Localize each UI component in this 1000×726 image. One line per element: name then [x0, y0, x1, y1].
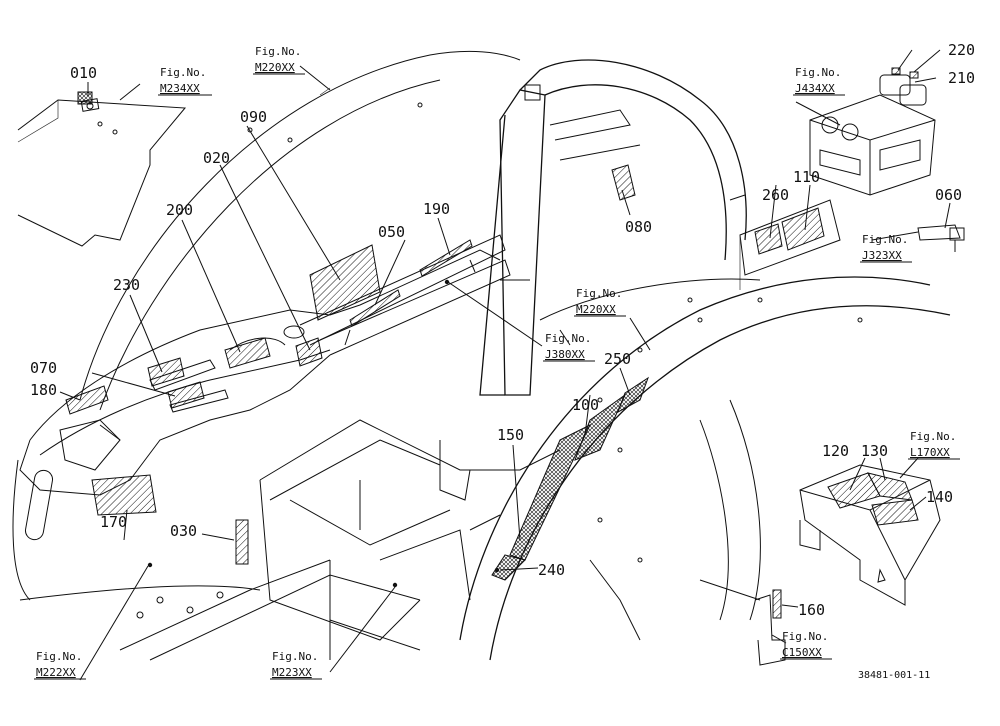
- decals: [65, 67, 919, 581]
- part-010: 010: [70, 64, 97, 82]
- part-180: 180: [30, 381, 57, 399]
- part-210: 210: [948, 69, 975, 87]
- svg-text:Fig.No.: Fig.No.: [910, 430, 956, 443]
- part-130: 130: [861, 442, 888, 460]
- svg-text:M223XX: M223XX: [272, 666, 312, 679]
- part-120: 120: [822, 442, 849, 460]
- figref-c150xx: Fig.No. C150XX: [780, 630, 832, 660]
- figref-l170xx: Fig.No. L170XX: [908, 430, 960, 460]
- part-240: 240: [538, 561, 565, 579]
- decal-140: [871, 499, 919, 526]
- svg-text:Fig.No.: Fig.No.: [576, 287, 622, 300]
- svg-text:Fig.No.: Fig.No.: [862, 233, 908, 246]
- part-190: 190: [423, 200, 450, 218]
- svg-text:Fig.No.: Fig.No.: [782, 630, 828, 643]
- decal-250: [617, 376, 649, 414]
- svg-text:Fig.No.: Fig.No.: [160, 66, 206, 79]
- part-080: 080: [625, 218, 652, 236]
- figref-m234xx: Fig.No. M234XX: [158, 66, 212, 96]
- leader-lines: [59, 49, 951, 681]
- decal-020: [295, 337, 323, 367]
- figref-m222xx: Fig.No. M222XX: [34, 650, 86, 680]
- part-110: 110: [793, 168, 820, 186]
- svg-text:J380XX: J380XX: [545, 348, 585, 361]
- svg-text:Fig.No.: Fig.No.: [545, 332, 591, 345]
- svg-text:M222XX: M222XX: [36, 666, 76, 679]
- part-160: 160: [798, 601, 825, 619]
- svg-text:L170XX: L170XX: [910, 446, 950, 459]
- part-030: 030: [170, 522, 197, 540]
- svg-text:C150XX: C150XX: [782, 646, 822, 659]
- decal-240: [491, 554, 526, 581]
- decal-170: [91, 474, 157, 516]
- structure: [12, 50, 965, 666]
- part-140: 140: [926, 488, 953, 506]
- decal-090: [309, 244, 381, 321]
- figref-m220xx-mid: Fig.No. M220XX: [574, 287, 626, 317]
- part-150: 150: [497, 426, 524, 444]
- decal-030: [235, 519, 249, 565]
- part-070: 070: [30, 359, 57, 377]
- svg-text:Fig.No.: Fig.No.: [36, 650, 82, 663]
- svg-text:J323XX: J323XX: [862, 249, 902, 262]
- figref-m223xx: Fig.No. M223XX: [270, 650, 322, 680]
- part-number-labels: 010 020 030 050 060 070 080 090 100 110 …: [30, 41, 975, 619]
- part-060: 060: [935, 186, 962, 204]
- part-090: 090: [240, 108, 267, 126]
- decal-050: [349, 289, 401, 327]
- figref-j434xx: Fig.No. J434XX: [793, 66, 845, 96]
- decal-150: [509, 423, 592, 561]
- svg-text:Fig.No.: Fig.No.: [795, 66, 841, 79]
- part-200: 200: [166, 201, 193, 219]
- drawing-code: 38481-001-11: [858, 670, 930, 681]
- svg-text:M220XX: M220XX: [255, 61, 295, 74]
- svg-text:J434XX: J434XX: [795, 82, 835, 95]
- svg-text:Fig.No.: Fig.No.: [272, 650, 318, 663]
- part-050: 050: [378, 223, 405, 241]
- figure-ref-labels: Fig.No. M234XX Fig.No. M220XX Fig.No. J4…: [34, 45, 960, 680]
- decal-070: [167, 381, 205, 409]
- decal-190: [419, 239, 473, 277]
- figref-m220xx-top: Fig.No. M220XX: [253, 45, 305, 75]
- part-020: 020: [203, 149, 230, 167]
- svg-text:M220XX: M220XX: [576, 303, 616, 316]
- part-250: 250: [604, 350, 631, 368]
- decal-180: [65, 385, 109, 415]
- figref-j380xx: Fig.No. J380XX: [543, 332, 595, 362]
- part-230: 230: [113, 276, 140, 294]
- part-260: 260: [762, 186, 789, 204]
- figref-j323xx: Fig.No. J323XX: [860, 233, 912, 263]
- decal-080: [611, 164, 636, 201]
- decal-110: [781, 207, 825, 251]
- svg-text:Fig.No.: Fig.No.: [255, 45, 301, 58]
- part-220: 220: [948, 41, 975, 59]
- part-170: 170: [100, 513, 127, 531]
- decal-010: [77, 91, 93, 105]
- part-100: 100: [572, 396, 599, 414]
- decal-260: [754, 223, 783, 255]
- decal-220b: [909, 71, 919, 79]
- decal-230: [147, 357, 185, 387]
- decal-220: [891, 67, 901, 75]
- decal-100: [574, 393, 627, 461]
- svg-text:M234XX: M234XX: [160, 82, 200, 95]
- decal-200: [224, 337, 271, 369]
